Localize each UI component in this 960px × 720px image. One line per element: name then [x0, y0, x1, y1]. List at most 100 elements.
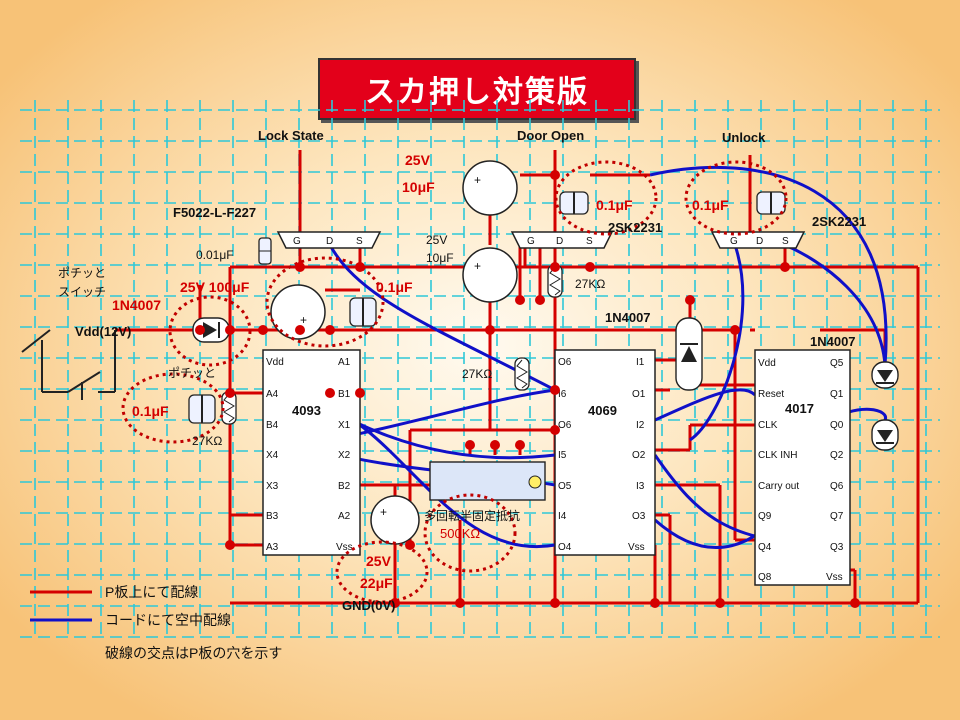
push-switch-icon [21, 329, 116, 400]
pin-label: D [756, 236, 763, 247]
label-switch-1: ポチッと [58, 266, 106, 280]
legend-note: 破線の交点はP板の穴を示す [105, 645, 282, 661]
pin-label: I1 [636, 357, 645, 368]
fet-lock-state: G D S [276, 231, 382, 249]
pin-label: O5 [558, 481, 572, 492]
label-c01-c: 0.1μF [692, 197, 729, 213]
pin-label: D [326, 236, 333, 247]
svg-text:+: + [380, 505, 387, 519]
label-c10u-b-cap: 10μF [426, 251, 454, 265]
pin-label: A1 [338, 357, 351, 368]
label-r27k-c: 27KΩ [462, 367, 492, 381]
label-c01-d: 0.1μF [132, 403, 169, 419]
pin-label: X2 [338, 450, 351, 461]
pin-label: A2 [338, 511, 351, 522]
svg-text:+: + [300, 313, 307, 327]
cap-01uf-b [559, 191, 589, 215]
label-diode-c: 1N4007 [810, 334, 856, 349]
pin-label: S [586, 236, 593, 247]
cap-001uf [258, 237, 272, 265]
legend-red-label: P板上にて配線 [105, 584, 198, 600]
pin-label: B3 [266, 511, 279, 522]
label-c10u-voltage: 25V [405, 152, 431, 168]
pin-label: Vss [628, 542, 645, 553]
pin-label: O1 [632, 389, 646, 400]
pin-label: Q9 [758, 511, 772, 522]
pin-label: Vdd [266, 357, 284, 368]
cap-01uf-d [188, 394, 216, 424]
pin-label: Vss [336, 542, 353, 553]
label-vdd: Vdd(12V) [75, 324, 131, 339]
label-c10u-b-voltage: 25V [426, 233, 447, 247]
svg-text:+: + [474, 259, 481, 273]
cap-22uf: + [370, 495, 420, 545]
ic-4017: 4017 Vdd Reset CLK CLK INH Carry out Q9 … [754, 349, 851, 586]
label-door-open: Door Open [517, 128, 584, 143]
pin-label: Q8 [758, 572, 772, 583]
pin-label: Q6 [830, 481, 844, 492]
pin-label: X3 [266, 481, 279, 492]
pin-label: B1 [338, 389, 351, 400]
diode-1n4007-c [871, 361, 899, 389]
label-diode-b: 1N4007 [605, 310, 651, 325]
fet-door-open: G D S [510, 231, 614, 249]
label-switch-2: スイッチ [58, 285, 106, 299]
pin-label: D [556, 236, 563, 247]
pin-label: Vdd [758, 358, 776, 369]
label-trimmer-value: 500KΩ [440, 526, 480, 541]
trimmer-pot [429, 461, 546, 501]
label-switch-3: ポチッと [168, 366, 216, 380]
cap-10uf-mid: + [462, 247, 518, 303]
label-c10u-cap: 10μF [402, 179, 435, 195]
label-c001: 0.01μF [196, 248, 234, 262]
pin-label: O4 [558, 542, 572, 553]
ic-4093: 4093 Vdd A4 B4 X4 X3 B3 A3 A1 B1 X1 X2 B… [262, 349, 361, 556]
pin-label: S [356, 236, 363, 247]
label-c01-a: 0.1μF [376, 279, 413, 295]
pin-label: B4 [266, 420, 279, 431]
pin-label: Q4 [758, 542, 772, 553]
label-r27k-a: 27KΩ [192, 434, 222, 448]
label-unlock: Unlock [722, 130, 766, 145]
pin-label: G [527, 236, 535, 247]
diode-1n4007-d [871, 419, 899, 451]
label-gnd: GND(0V) [342, 598, 395, 613]
ic-4069-label: 4069 [588, 403, 617, 418]
pin-label: X4 [266, 450, 279, 461]
pin-label: O6 [558, 357, 572, 368]
label-2sk2231-a: 2SK2231 [608, 220, 662, 235]
pin-label: I4 [558, 511, 567, 522]
ic-4093-label: 4093 [292, 403, 321, 418]
label-diode-a: 1N4007 [112, 297, 161, 313]
callout-circles [121, 160, 788, 604]
junction-dots [195, 170, 860, 608]
pin-label: S [782, 236, 789, 247]
pin-label: X1 [338, 420, 351, 431]
cap-10uf-top: + [462, 160, 518, 216]
label-trimmer: 多回転半固定抵抗 [424, 508, 520, 523]
label-c01-b: 0.1μF [596, 197, 633, 213]
pin-label: Carry out [758, 481, 799, 492]
label-lock-state: Lock State [258, 128, 324, 143]
pin-label: Q2 [830, 450, 844, 461]
pin-label: Q3 [830, 542, 844, 553]
diode-1n4007-b [675, 317, 703, 391]
pin-label: G [730, 236, 738, 247]
legend: P板上にて配線 コードにて空中配線 破線の交点はP板の穴を示す [30, 584, 282, 661]
label-f5022: F5022-L-F227 [173, 205, 256, 220]
pin-label: Q5 [830, 358, 844, 369]
legend-blue-label: コードにて空中配線 [105, 612, 231, 628]
cap-01uf-a [349, 297, 377, 327]
pin-label: Q1 [830, 389, 844, 400]
labels: Lock State Door Open Unlock F5022-L-F227… [58, 128, 866, 613]
pin-label: Q0 [830, 420, 844, 431]
svg-text:+: + [474, 173, 481, 187]
pin-label: I5 [558, 450, 567, 461]
resistor-27k-c [514, 357, 530, 391]
ic-4069: 4069 O6 I6 O6 I5 O5 I4 O4 I1 O1 I2 O2 I3… [554, 349, 656, 556]
cap-100uf: + [270, 284, 326, 340]
pin-label: O2 [632, 450, 646, 461]
pin-label: A4 [266, 389, 279, 400]
pin-label: B2 [338, 481, 351, 492]
